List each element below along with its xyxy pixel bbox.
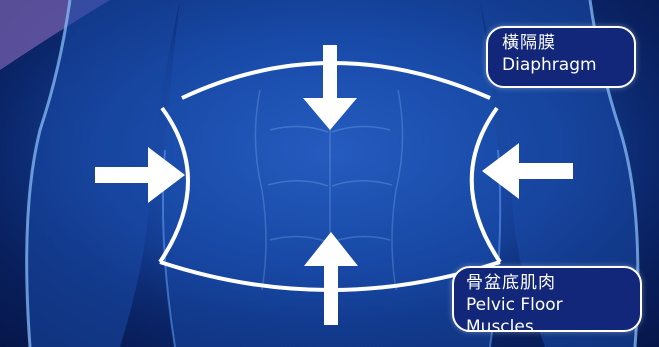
pelvic-floor-label-en: Pelvic Floor Muscles [466, 294, 626, 338]
diaphragm-label-zh: 橫隔膜 [502, 32, 620, 54]
pelvic-floor-label-zh: 骨盆底肌肉 [466, 272, 626, 294]
diaphragm-label: 橫隔膜 Diaphragm [486, 26, 636, 88]
pelvic-floor-label: 骨盆底肌肉 Pelvic Floor Muscles [452, 266, 642, 332]
diaphragm-label-en: Diaphragm [502, 54, 620, 76]
